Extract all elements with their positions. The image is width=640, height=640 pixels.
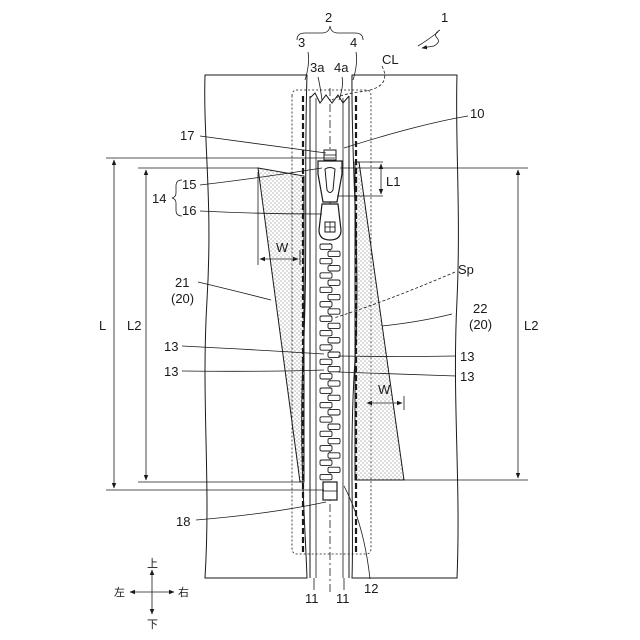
label-slider-body: 15 bbox=[182, 177, 196, 192]
coupling-element bbox=[328, 438, 340, 443]
coupling-element bbox=[328, 251, 340, 256]
coupling-element bbox=[328, 294, 340, 299]
coupling-element bbox=[328, 280, 340, 285]
label-pull-tab-top: 17 bbox=[180, 128, 194, 143]
label-bottom-end: 12 bbox=[364, 581, 378, 596]
reference-labels: 1 2 3 4 3a 4a CL 10 17 15 14 16 Sp 21 (2… bbox=[99, 10, 538, 631]
coupling-element bbox=[320, 345, 332, 350]
right-gusset-wedge bbox=[355, 162, 404, 480]
leader-lines bbox=[182, 32, 468, 590]
coupling-element bbox=[320, 460, 332, 465]
label-core-right: 11 bbox=[336, 591, 350, 606]
label-right-tape: 4 bbox=[350, 35, 357, 50]
coupling-element bbox=[320, 287, 332, 292]
compass-up-label: 上 bbox=[147, 557, 158, 570]
coupling-element bbox=[320, 244, 332, 249]
coupling-element bbox=[320, 316, 332, 321]
coupling-element bbox=[328, 410, 340, 415]
coupling-element bbox=[320, 431, 332, 436]
coupling-element bbox=[328, 352, 340, 357]
coupling-element bbox=[320, 446, 332, 451]
label-width-right: W bbox=[378, 382, 391, 397]
label-left-gusset-group: (20) bbox=[171, 291, 194, 306]
label-stopper-top: 10 bbox=[470, 106, 484, 121]
slider-neck bbox=[325, 168, 335, 193]
label-element-b: 13 bbox=[164, 364, 178, 379]
coupling-element bbox=[320, 302, 332, 307]
label-right-gusset: 22 bbox=[473, 301, 487, 316]
coupling-element bbox=[328, 366, 340, 371]
coupling-element bbox=[320, 374, 332, 379]
left-gusset-wedge bbox=[258, 168, 304, 482]
coupling-element bbox=[328, 323, 340, 328]
label-width-left: W bbox=[276, 240, 289, 255]
label-element-a: 13 bbox=[164, 339, 178, 354]
coupling-element bbox=[328, 309, 340, 314]
label-length-total: L bbox=[99, 318, 106, 333]
coupling-element bbox=[328, 338, 340, 343]
coupling-element bbox=[328, 381, 340, 386]
label-length-right: L2 bbox=[524, 318, 538, 333]
coupling-element bbox=[320, 273, 332, 278]
label-space: Sp bbox=[458, 262, 474, 277]
coupling-element bbox=[328, 395, 340, 400]
coupling-element bbox=[328, 266, 340, 271]
label-left-tape: 3 bbox=[298, 35, 305, 50]
label-assembly: 1 bbox=[441, 10, 448, 25]
compass-down-label: 下 bbox=[147, 618, 158, 631]
coupling-element bbox=[328, 424, 340, 429]
coupling-element bbox=[320, 388, 332, 393]
coupling-element bbox=[320, 402, 332, 407]
coupling-element bbox=[320, 258, 332, 263]
label-center-line: CL bbox=[382, 52, 399, 67]
extension-lines bbox=[106, 158, 528, 490]
label-right-gusset-group: (20) bbox=[469, 317, 492, 332]
coupling-element bbox=[320, 417, 332, 422]
slider-brace bbox=[172, 180, 182, 216]
compass-left-label: 左 bbox=[114, 586, 125, 599]
direction-compass bbox=[130, 570, 174, 614]
label-right-tape-edge: 4a bbox=[334, 60, 349, 75]
label-core-left: 11 bbox=[305, 591, 319, 606]
label-chain: 2 bbox=[325, 10, 332, 25]
label-left-gusset: 21 bbox=[175, 275, 189, 290]
label-left-tape-edge: 3a bbox=[310, 60, 325, 75]
coupling-element bbox=[328, 467, 340, 472]
coupling-element bbox=[320, 330, 332, 335]
label-length-top: L1 bbox=[386, 174, 400, 189]
coupling-element bbox=[328, 453, 340, 458]
slider-assembly bbox=[318, 150, 342, 240]
compass-right-label: 右 bbox=[178, 585, 189, 599]
label-slider: 14 bbox=[152, 191, 166, 206]
label-element-c: 13 bbox=[460, 349, 474, 364]
label-element-d: 13 bbox=[460, 369, 474, 384]
label-pull-tab: 16 bbox=[182, 203, 196, 218]
coupling-element bbox=[320, 359, 332, 364]
coupling-element bbox=[320, 474, 332, 479]
label-bottom-stop: 18 bbox=[176, 514, 190, 529]
label-length-left: L2 bbox=[127, 318, 141, 333]
